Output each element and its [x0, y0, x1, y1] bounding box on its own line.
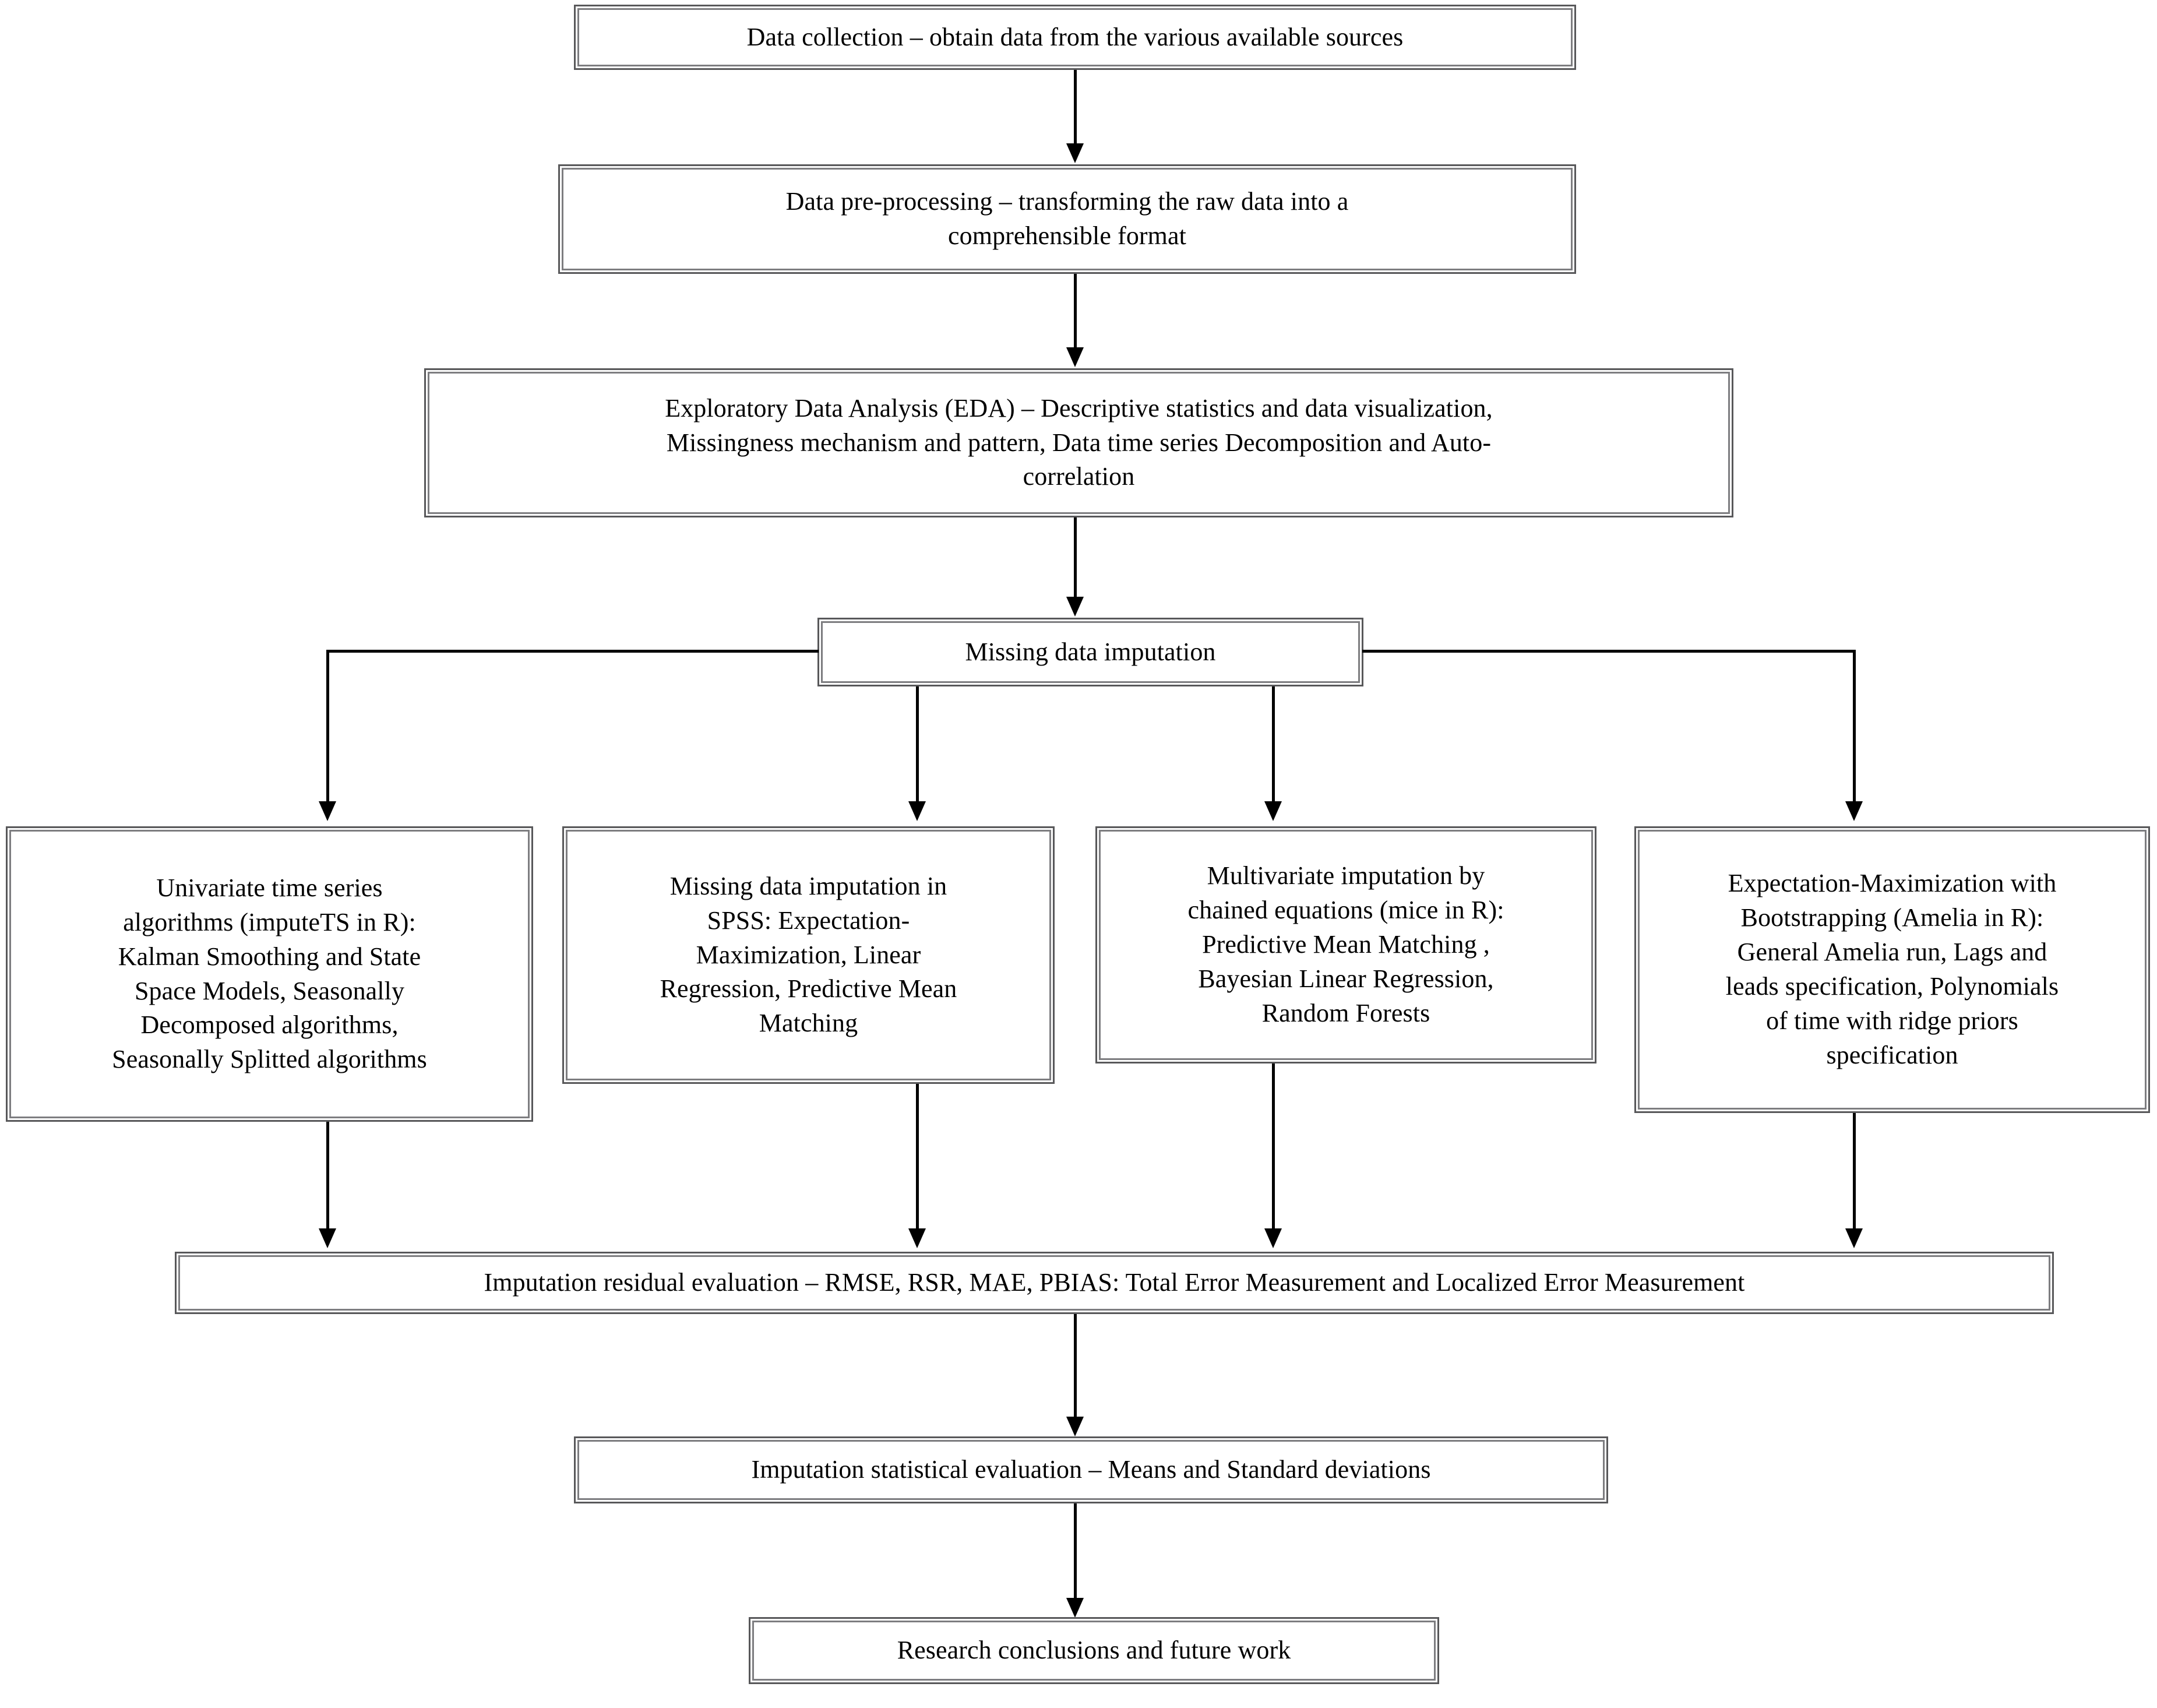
node-pre-processing-line1: Data pre-processing – transforming the r…: [785, 187, 1349, 216]
connector-mice-to-residual: [1272, 1063, 1275, 1230]
node-branch-amelia-line3: General Amelia run, Lags and: [1737, 938, 2047, 967]
connector-to-branch-amelia: [1853, 650, 1856, 802]
node-eda-line1: Exploratory Data Analysis (EDA) – Descri…: [665, 393, 1493, 422]
arrowhead-residual-from-mice: [1264, 1228, 1282, 1248]
arrowhead-residual-from-univariate: [319, 1228, 336, 1248]
node-branch-univariate-line5: Decomposed algorithms,: [140, 1010, 399, 1040]
connector-statistical-to-conclusions: [1074, 1503, 1077, 1600]
connector-to-branch-spss: [916, 686, 919, 802]
node-eda-line2: Missingness mechanism and pattern, Data …: [666, 428, 1492, 457]
arrowhead-branch-spss: [908, 801, 926, 821]
node-branch-mice-line5: Random Forests: [1261, 998, 1430, 1027]
arrowhead-preprocessing: [1066, 143, 1084, 163]
arrowhead-branch-amelia: [1845, 801, 1863, 821]
node-pre-processing: Data pre-processing – transforming the r…: [558, 164, 1576, 274]
node-statistical-evaluation: Imputation statistical evaluation – Mean…: [574, 1436, 1608, 1503]
node-branch-amelia: Expectation-Maximization with Bootstrapp…: [1634, 826, 2150, 1113]
node-branch-spss-line4: Regression, Predictive Mean: [660, 974, 957, 1003]
connector-collection-to-preprocessing: [1074, 70, 1077, 145]
connector-residual-to-statistical: [1074, 1314, 1077, 1418]
arrowhead-branch-mice: [1264, 801, 1282, 821]
node-branch-spss-line2: SPSS: Expectation-: [707, 906, 910, 935]
node-branch-amelia-line2: Bootstrapping (Amelia in R):: [1740, 903, 2044, 932]
node-missing-data-imputation-label: Missing data imputation: [965, 637, 1216, 666]
node-branch-spss-line1: Missing data imputation in: [669, 871, 947, 900]
connector-amelia-to-residual: [1853, 1113, 1856, 1230]
arrowhead-branch-univariate: [319, 801, 336, 821]
node-branch-mice-line4: Bayesian Linear Regression,: [1198, 964, 1494, 993]
node-branch-spss: Missing data imputation in SPSS: Expecta…: [562, 826, 1055, 1084]
node-residual-evaluation: Imputation residual evaluation – RMSE, R…: [175, 1252, 2054, 1314]
node-branch-univariate-line3: Kalman Smoothing and State: [118, 942, 421, 971]
node-branch-mice-line3: Predictive Mean Matching ,: [1202, 930, 1490, 959]
node-data-collection: Data collection – obtain data from the v…: [574, 5, 1576, 70]
node-statistical-evaluation-label: Imputation statistical evaluation – Mean…: [751, 1455, 1431, 1484]
node-missing-data-imputation: Missing data imputation: [817, 618, 1363, 686]
node-eda-line3: correlation: [1023, 462, 1135, 491]
arrowhead-residual-from-amelia: [1845, 1228, 1863, 1248]
node-branch-univariate-line1: Univariate time series: [156, 873, 383, 902]
node-branch-amelia-line4: leads specification, Polynomials: [1725, 972, 2059, 1001]
connector-preprocessing-to-eda: [1074, 274, 1077, 348]
node-residual-evaluation-label: Imputation residual evaluation – RMSE, R…: [484, 1268, 1745, 1297]
node-data-collection-label: Data collection – obtain data from the v…: [746, 22, 1404, 51]
node-conclusions-label: Research conclusions and future work: [897, 1636, 1291, 1665]
arrowhead-imputation: [1066, 597, 1084, 617]
node-branch-amelia-line1: Expectation-Maximization with: [1728, 869, 2057, 898]
node-branch-mice: Multivariate imputation by chained equat…: [1095, 826, 1596, 1063]
node-branch-mice-line2: chained equations (mice in R):: [1187, 896, 1504, 925]
connector-univariate-to-residual: [326, 1122, 329, 1230]
node-branch-univariate-line2: algorithms (imputeTS in R):: [123, 907, 416, 936]
node-branch-amelia-line6: specification: [1826, 1040, 1958, 1069]
connector-to-branch-mice: [1272, 686, 1275, 802]
arrowhead-conclusions: [1066, 1598, 1084, 1618]
node-branch-spss-line3: Maximization, Linear: [696, 940, 921, 969]
branch-rail-right: [1362, 650, 1855, 653]
branch-rail-left: [326, 650, 819, 653]
node-branch-amelia-line5: of time with ridge priors: [1766, 1006, 2018, 1035]
connector-spss-to-residual: [916, 1084, 919, 1230]
arrowhead-statistical: [1066, 1417, 1084, 1436]
node-branch-mice-line1: Multivariate imputation by: [1207, 861, 1485, 890]
node-branch-univariate: Univariate time series algorithms (imput…: [6, 826, 533, 1122]
node-branch-spss-line5: Matching: [759, 1009, 858, 1038]
connector-eda-to-imputation: [1074, 517, 1077, 598]
node-pre-processing-line2: comprehensible format: [948, 221, 1186, 250]
node-branch-univariate-line6: Seasonally Splitted algorithms: [112, 1045, 427, 1074]
node-conclusions: Research conclusions and future work: [749, 1617, 1439, 1684]
node-branch-univariate-line4: Space Models, Seasonally: [134, 976, 405, 1005]
arrowhead-residual-from-spss: [908, 1228, 926, 1248]
arrowhead-eda: [1066, 347, 1084, 367]
node-eda: Exploratory Data Analysis (EDA) – Descri…: [424, 368, 1733, 517]
connector-to-branch-univariate: [326, 650, 329, 802]
